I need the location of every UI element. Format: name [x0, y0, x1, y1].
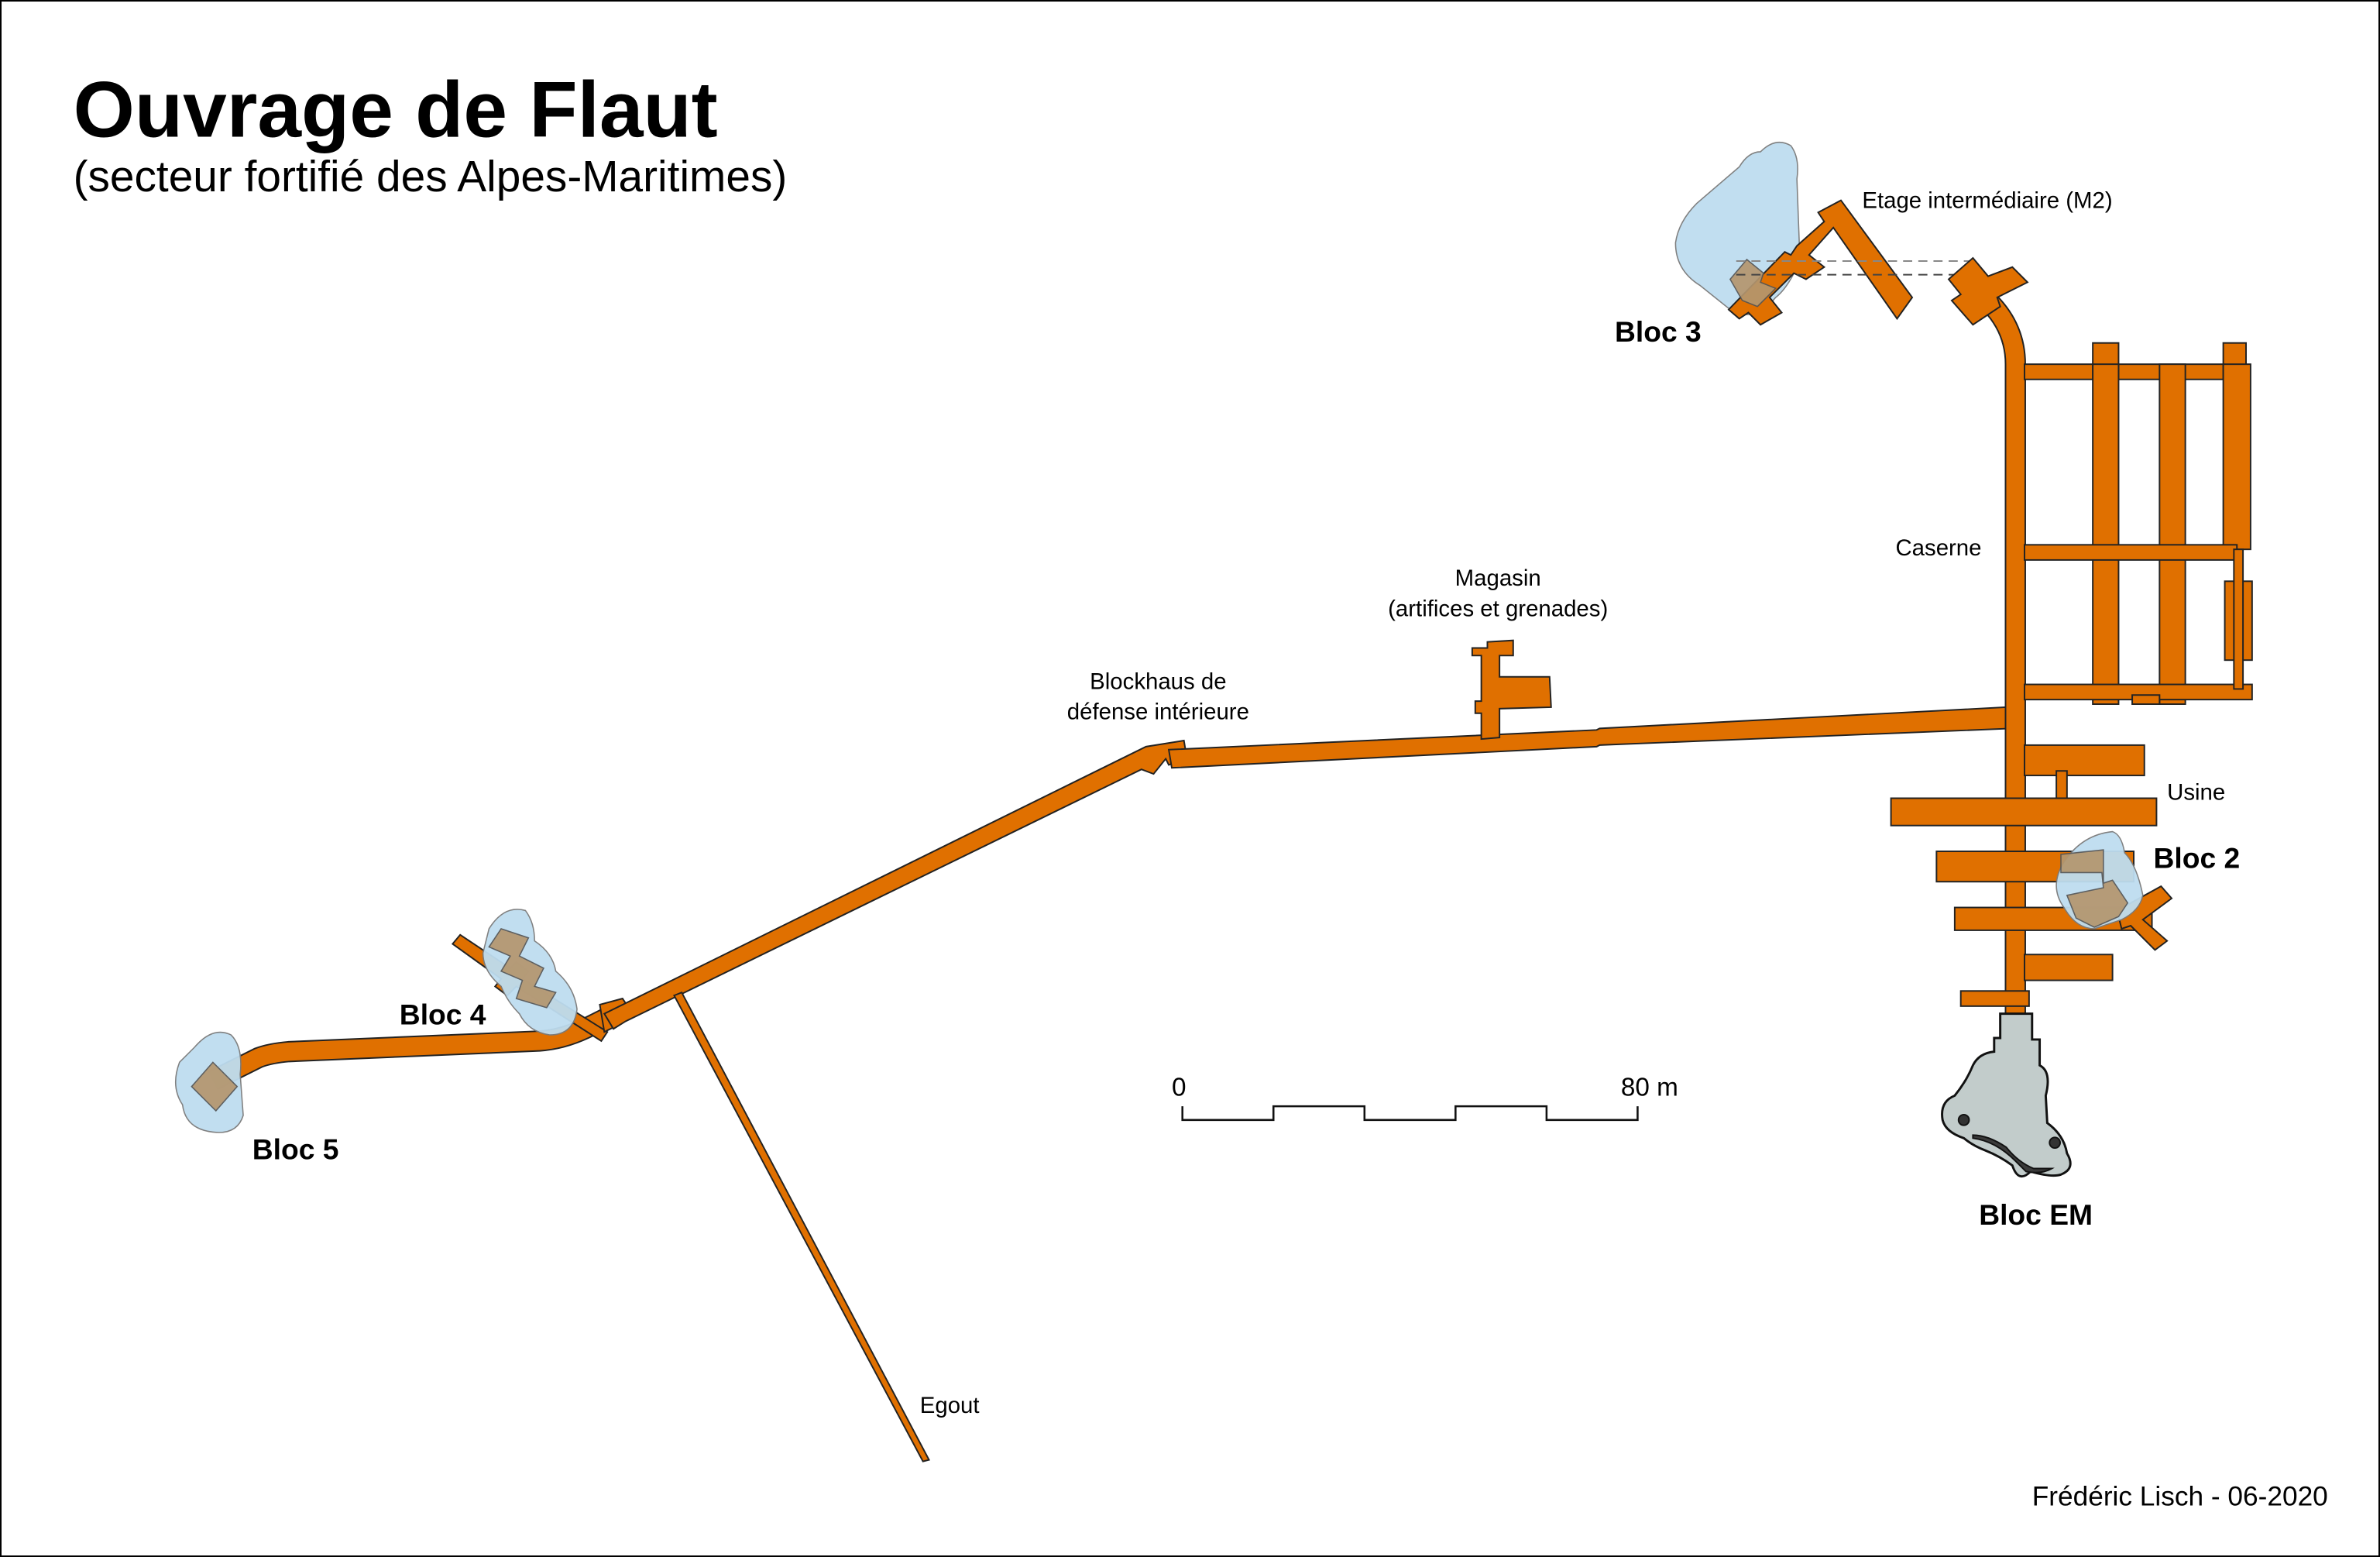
- bloc3-structure: [1674, 141, 2029, 326]
- gallery-bloc5: [208, 1004, 620, 1091]
- label-egout: Egout: [920, 1393, 980, 1418]
- label-magasin-1: Magasin: [1455, 565, 1541, 591]
- map-subtitle: (secteur fortifié des Alpes-Maritimes): [74, 153, 788, 201]
- scale-bar: 0 80 m: [1172, 1073, 1678, 1122]
- bloc5-structure: [175, 1031, 244, 1133]
- map-title: Ouvrage de Flaut: [74, 65, 718, 153]
- label-blockhaus-2: défense intérieure: [1067, 699, 1249, 725]
- label-magasin-2: (artifices et grenades): [1388, 596, 1608, 621]
- label-blockhaus-1: Blockhaus de: [1090, 669, 1226, 694]
- label-usine: Usine: [2167, 779, 2225, 805]
- bloc2-structure: [2055, 830, 2173, 951]
- label-etage: Etage intermédiaire (M2): [1862, 187, 2112, 213]
- label-bloc5: Bloc 5: [252, 1133, 339, 1166]
- em-turret-left: [1957, 1113, 1970, 1126]
- magasin-structure: [1471, 639, 1552, 741]
- label-bloc2: Bloc 2: [2154, 842, 2241, 875]
- label-bloc4: Bloc 4: [400, 998, 486, 1030]
- label-bloc-em: Bloc EM: [1979, 1198, 2093, 1231]
- gallery-egout: [673, 991, 930, 1462]
- credit: Frédéric Lisch - 06-2020: [2032, 1481, 2328, 1511]
- gallery-main-diagonal: [603, 739, 1188, 1030]
- usine-complex: [1890, 744, 2158, 1007]
- bloc-em-structure: [1941, 1012, 2072, 1178]
- label-bloc3: Bloc 3: [1615, 315, 1702, 348]
- scale-end-label: 80 m: [1621, 1073, 1678, 1102]
- label-caserne: Caserne: [1895, 535, 1981, 561]
- scale-start-label: 0: [1172, 1073, 1187, 1102]
- gallery-main-east: [1167, 706, 2014, 769]
- em-turret-right: [2049, 1136, 2062, 1150]
